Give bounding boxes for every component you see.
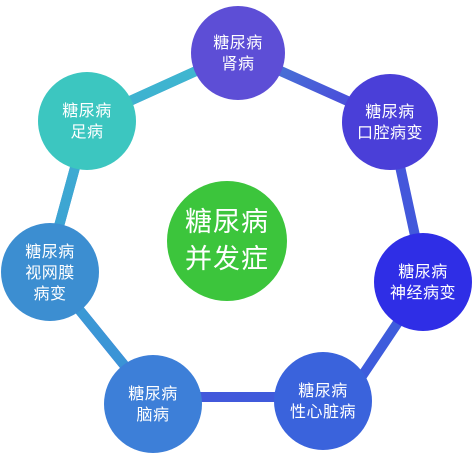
node-retina-line-3: 病变 [33,283,67,303]
node-kidney-line-2: 肾病 [221,54,255,73]
node-brain-line-1: 糖尿病 [128,384,178,403]
node-foot-line-2: 足病 [70,122,104,141]
node-nerve: 糖尿病 神经病变 [374,233,472,331]
node-kidney-line-1: 糖尿病 [213,33,263,52]
node-oral-line-2: 口腔病变 [356,123,423,142]
center-label-line-1: 糖尿病 [185,207,269,238]
node-retina-line-2: 视网膜 [25,262,75,282]
node-heart: 糖尿病 性心脏病 [274,352,372,450]
ring-path-left [42,47,241,401]
node-foot: 糖尿病 足病 [38,72,136,170]
node-heart-line-2: 性心脏病 [289,402,356,421]
node-nerve-line-2: 神经病变 [389,283,456,302]
node-brain: 糖尿病 脑病 [104,355,202,453]
node-oral: 糖尿病 口腔病变 [342,74,438,170]
node-foot-line-1: 糖尿病 [62,101,112,120]
node-retina: 糖尿病 视网膜 病变 [1,223,99,321]
node-oral-line-1: 糖尿病 [365,102,415,121]
node-heart-line-1: 糖尿病 [298,381,348,400]
node-retina-line-1: 糖尿病 [25,241,75,261]
node-brain-line-2: 脑病 [136,405,170,424]
center-node: 糖尿病 并发症 [167,181,287,301]
node-nerve-line-1: 糖尿病 [398,262,448,281]
center-label-line-2: 并发症 [185,244,269,275]
node-kidney: 糖尿病 肾病 [191,6,285,100]
